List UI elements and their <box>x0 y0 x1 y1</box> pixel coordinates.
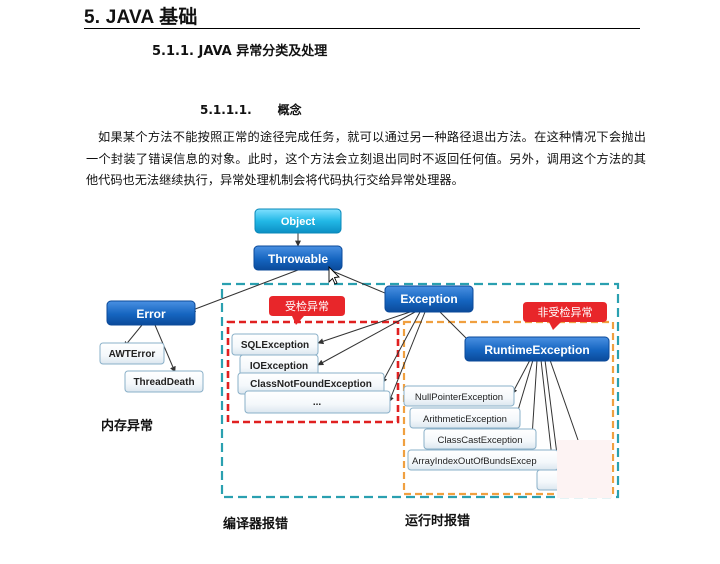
memory-error-label: 内存异常 <box>101 418 153 433</box>
runtime-error-label: 运行时报错 <box>405 513 470 528</box>
mouse-cursor-icon <box>328 265 340 285</box>
awterror-label: AWTError <box>109 349 156 360</box>
subsubsection-number: 5.1.1.1. <box>200 103 252 117</box>
runtimeexception-label: RuntimeException <box>484 343 589 357</box>
overlay-patch <box>557 440 612 498</box>
more-checked-node <box>244 390 391 414</box>
sqlexception-label: SQLException <box>241 340 309 351</box>
exception-node <box>384 285 474 313</box>
classcast-node <box>423 428 537 450</box>
error-label: Error <box>136 307 166 321</box>
subsubsection-title: 概念 <box>277 103 302 117</box>
subsubsection-heading: 5.1.1.1. 概念 <box>200 101 302 118</box>
throwable-label: Throwable <box>268 252 328 266</box>
object-label: Object <box>281 216 316 228</box>
more-checked-label: ... <box>313 397 322 408</box>
runtimeexception-node <box>464 336 610 362</box>
unchecked-region <box>402 320 615 496</box>
checked-tag-label: 受检异常 <box>285 299 329 313</box>
nullpointer-label: NullPointerException <box>415 392 503 403</box>
checked-region <box>226 320 400 424</box>
concept-paragraph: 如果某个方法不能按照正常的途径完成任务，就可以通过另一种路径退出方法。在这种情况… <box>86 130 646 188</box>
exception-hierarchy-diagram: Object Throwable Error AWTError ThreadDe… <box>99 208 620 531</box>
threaddeath-node <box>124 370 204 393</box>
awterror-node <box>99 342 165 365</box>
error-node <box>106 300 196 326</box>
arithmetic-label: ArithmeticException <box>423 414 507 425</box>
exception-label: Exception <box>400 292 457 306</box>
section-heading: 5. JAVA 基础 <box>84 7 198 28</box>
throwable-node <box>253 245 343 271</box>
compile-error-label: 编译器报错 <box>223 516 288 531</box>
ioexception-label: IOException <box>250 361 308 372</box>
exception-region <box>220 282 620 499</box>
unchecked-tag <box>523 302 607 330</box>
arithmetic-node <box>409 407 521 429</box>
arrayindex-label: ArrayIndexOutOfBundsExcep <box>412 456 537 467</box>
threaddeath-label: ThreadDeath <box>133 377 194 388</box>
checked-tag <box>269 296 345 325</box>
classnotfound-label: ClassNotFoundException <box>250 379 372 390</box>
unchecked-tag-label: 非受检异常 <box>538 305 593 319</box>
classcast-label: ClassCastException <box>437 435 522 446</box>
subsection-heading: 5.1.1. JAVA 异常分类及处理 <box>152 44 328 59</box>
nullpointer-node <box>403 385 515 407</box>
heading-rule <box>84 28 640 29</box>
object-node <box>254 208 342 234</box>
